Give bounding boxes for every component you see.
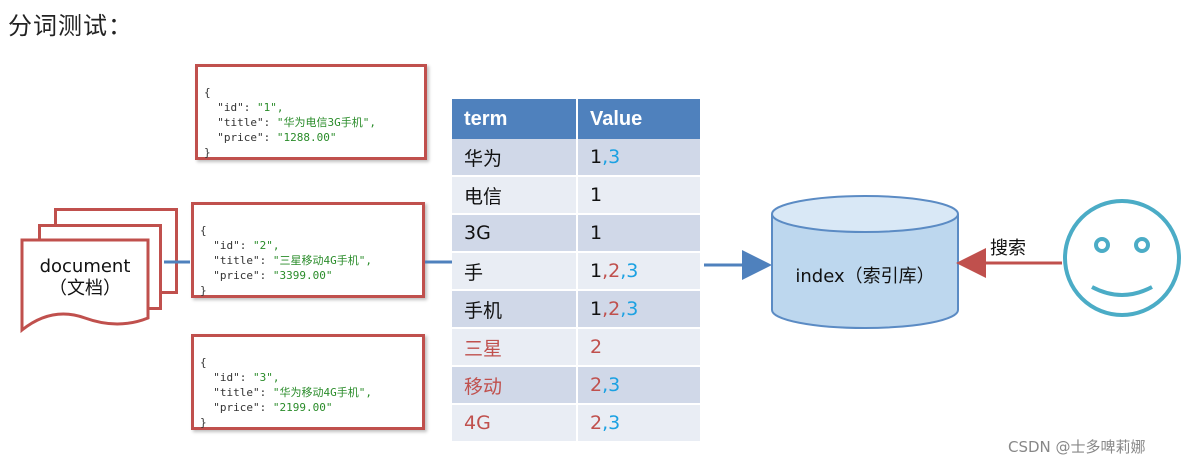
value-cell: 2,3 (577, 404, 702, 443)
json-doc-1: { "id": "1", "title": "华为电信3G手机", "price… (195, 64, 427, 160)
term-cell: 移动 (452, 366, 578, 405)
term-cell: 华为 (452, 139, 578, 177)
json-close: } (200, 416, 207, 429)
value-cell: 1,2,3 (577, 290, 702, 329)
doc-id: ,3 (602, 412, 621, 434)
value-cell: 2,3 (577, 366, 702, 405)
json-title-key: "title": (217, 116, 277, 129)
term-cell: 手 (452, 252, 578, 291)
table-row: 3G 1 (452, 214, 702, 253)
term-cell: 3G (452, 214, 578, 253)
doc-id: 1 (590, 298, 603, 320)
doc-id: ,3 (602, 146, 621, 168)
doc-id: 1 (590, 146, 603, 168)
value-cell: 2 (577, 328, 702, 367)
term-cell: 手机 (452, 290, 578, 329)
term-cell: 电信 (452, 176, 578, 215)
document-label: document （文档） (22, 256, 148, 300)
json-title-value: "华为电信3G手机", (276, 116, 376, 129)
doc-id: 1 (590, 260, 603, 282)
doc-id: 2 (590, 412, 603, 434)
json-close: } (204, 146, 211, 159)
table-header-row: term Value (452, 99, 702, 139)
doc-id: 1 (590, 184, 603, 206)
table-row: 三星 2 (452, 328, 702, 367)
header-value: Value (577, 99, 702, 139)
json-title-value: "三星移动4G手机", (272, 254, 372, 267)
json-id-key: "id": (217, 101, 257, 114)
watermark: CSDN @士多啤莉娜 (1008, 438, 1146, 456)
page-title: 分词测试： (8, 12, 133, 40)
doc-id: ,3 (620, 260, 639, 282)
json-price-value: "1288.00" (276, 131, 337, 144)
json-price-value: "2199.00" (272, 401, 333, 414)
doc-id: 1 (590, 222, 603, 244)
json-open: { (200, 356, 207, 369)
document-label-cn: （文档） (49, 278, 121, 299)
index-label: index（索引库） (795, 266, 935, 287)
json-doc-3: { "id": "3", "title": "华为移动4G手机", "price… (191, 334, 425, 430)
value-cell: 1,2,3 (577, 252, 702, 291)
search-label: 搜索 (990, 238, 1026, 259)
database-icon (771, 195, 959, 329)
json-price-value: "3399.00" (272, 269, 333, 282)
value-cell: 1,3 (577, 139, 702, 177)
doc-id: 2 (590, 336, 603, 358)
json-title-key: "title": (213, 254, 273, 267)
term-cell: 4G (452, 404, 578, 443)
doc-id: ,3 (620, 298, 639, 320)
smiley-face-icon (1063, 199, 1181, 317)
doc-id: ,3 (602, 374, 621, 396)
json-id-key: "id": (213, 239, 253, 252)
document-label-en: document (39, 256, 131, 277)
json-doc-2: { "id": "2", "title": "三星移动4G手机", "price… (191, 202, 425, 298)
json-id-key: "id": (213, 371, 253, 384)
json-price-key: "price": (213, 401, 273, 414)
json-close: } (200, 284, 207, 297)
json-title-value: "华为移动4G手机", (272, 386, 372, 399)
json-id-value: "2", (253, 239, 280, 252)
json-open: { (204, 86, 211, 99)
json-id-value: "1", (257, 101, 284, 114)
value-cell: 1 (577, 176, 702, 215)
json-title-key: "title": (213, 386, 273, 399)
header-term: term (452, 99, 578, 139)
doc-id: 2 (590, 374, 603, 396)
doc-id: ,2 (602, 298, 621, 320)
json-open: { (200, 224, 207, 237)
table-row: 电信 1 (452, 176, 702, 215)
json-price-key: "price": (213, 269, 273, 282)
doc-id: ,2 (602, 260, 621, 282)
term-cell: 三星 (452, 328, 578, 367)
value-cell: 1 (577, 214, 702, 253)
json-price-key: "price": (217, 131, 277, 144)
json-id-value: "3", (253, 371, 280, 384)
